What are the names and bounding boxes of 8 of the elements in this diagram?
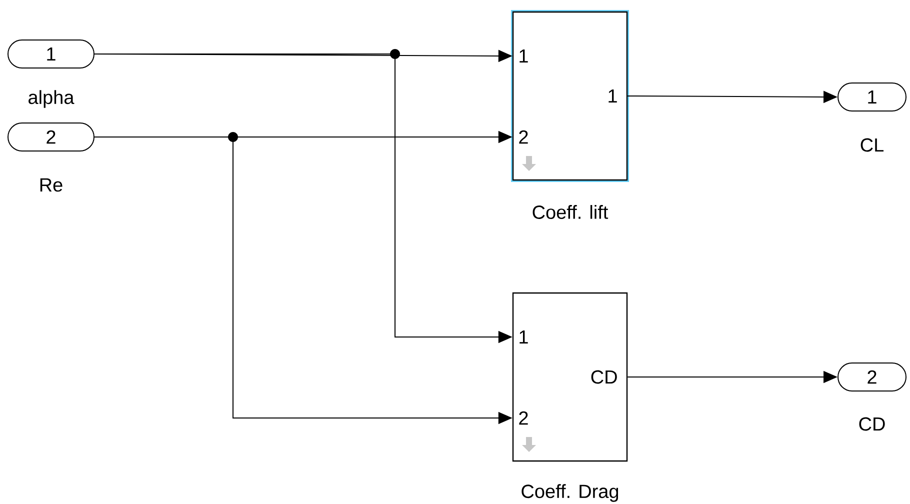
port-name: Coeff. Drag <box>522 484 618 502</box>
port-name: CL <box>860 138 884 152</box>
port-name: alpha <box>28 90 74 108</box>
port-name: Coeff. lift <box>532 205 608 219</box>
subsystem-block: 1 2 CD <box>512 292 628 462</box>
subsystem-block: 1 2 1 <box>511 10 629 182</box>
port-name: Re <box>40 178 62 192</box>
port-name: CD <box>859 417 885 431</box>
